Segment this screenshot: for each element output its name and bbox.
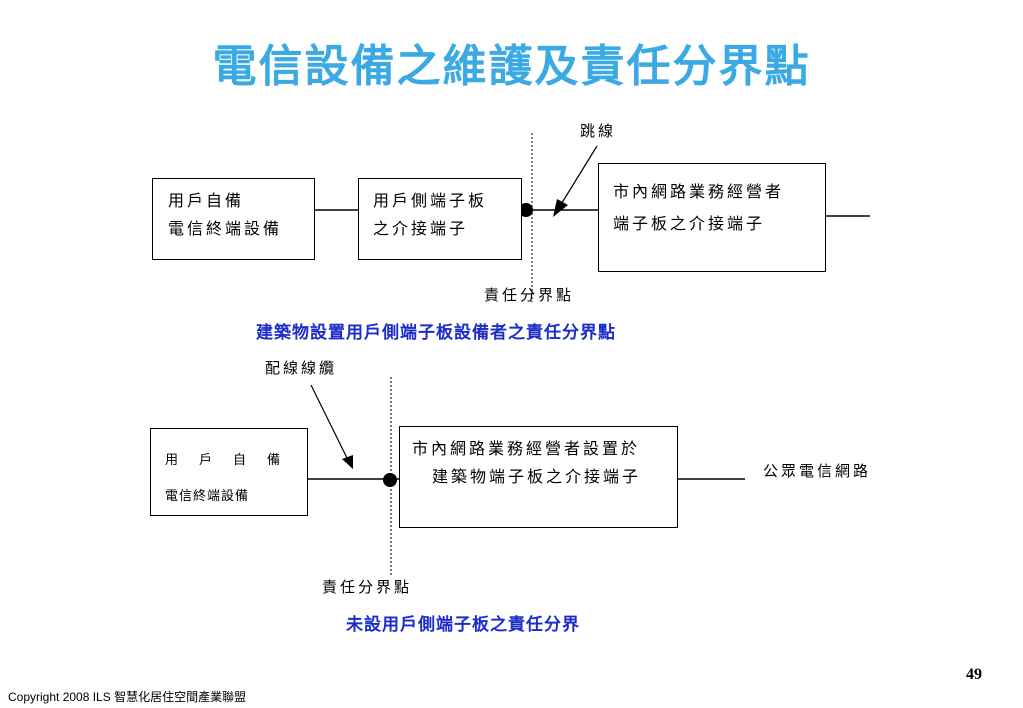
d1-user-panel-line1: 用戶側端子板 — [373, 191, 488, 210]
d1-demarcation-point — [519, 203, 533, 217]
d2-user-equipment-line2: 電信終端設備 — [165, 489, 250, 504]
d1-operator-box: 市內網路業務經營者 端子板之介接端子 — [598, 163, 826, 272]
d1-jumper-label: 跳線 — [580, 122, 617, 140]
d2-demarcation-point — [383, 473, 397, 487]
d2-operator-line1: 市內網路業務經營者設置於 — [412, 439, 641, 458]
d1-jumper-arrow-head — [553, 199, 568, 217]
d2-operator-box: 市內網路業務經營者設置於 建築物端子板之介接端子 — [399, 426, 678, 528]
d2-user-equipment-line1: 用 戶 自 備 — [165, 453, 285, 468]
d2-demarcation-label: 責任分界點 — [322, 578, 413, 596]
page-title: 電信設備之維護及責任分界點 — [212, 41, 811, 92]
d1-user-panel-line2: 之介接端子 — [373, 219, 469, 238]
d2-network-label: 公眾電信網路 — [763, 462, 872, 480]
d1-operator-line1: 市內網路業務經營者 — [613, 182, 785, 201]
page-number: 49 — [966, 666, 982, 683]
copyright-footer: Copyright 2008 ILS 智慧化居住空間產業聯盟 — [8, 690, 247, 704]
d2-cable-label: 配線線纜 — [265, 359, 338, 377]
d2-user-equipment-box: 用 戶 自 備 電信終端設備 — [150, 428, 308, 516]
d1-jumper-arrow-shaft — [559, 145, 598, 207]
d2-cable-arrow-head — [342, 455, 353, 469]
d2-cable-arrow-shaft — [310, 384, 349, 461]
d2-operator-line2: 建築物端子板之介接端子 — [432, 467, 642, 486]
d1-operator-line2: 端子板之介接端子 — [613, 214, 766, 233]
d1-user-equipment-line2: 電信終端設備 — [168, 219, 283, 238]
d2-caption: 未設用戶側端子板之責任分界 — [346, 615, 580, 635]
d1-user-panel-box: 用戶側端子板 之介接端子 — [358, 178, 522, 260]
d1-demarcation-label: 責任分界點 — [484, 286, 575, 304]
d1-user-equipment-box: 用戶自備 電信終端設備 — [152, 178, 315, 260]
d1-user-equipment-line1: 用戶自備 — [168, 191, 245, 210]
d1-caption: 建築物設置用戶側端子板設備者之責任分界點 — [256, 323, 616, 343]
